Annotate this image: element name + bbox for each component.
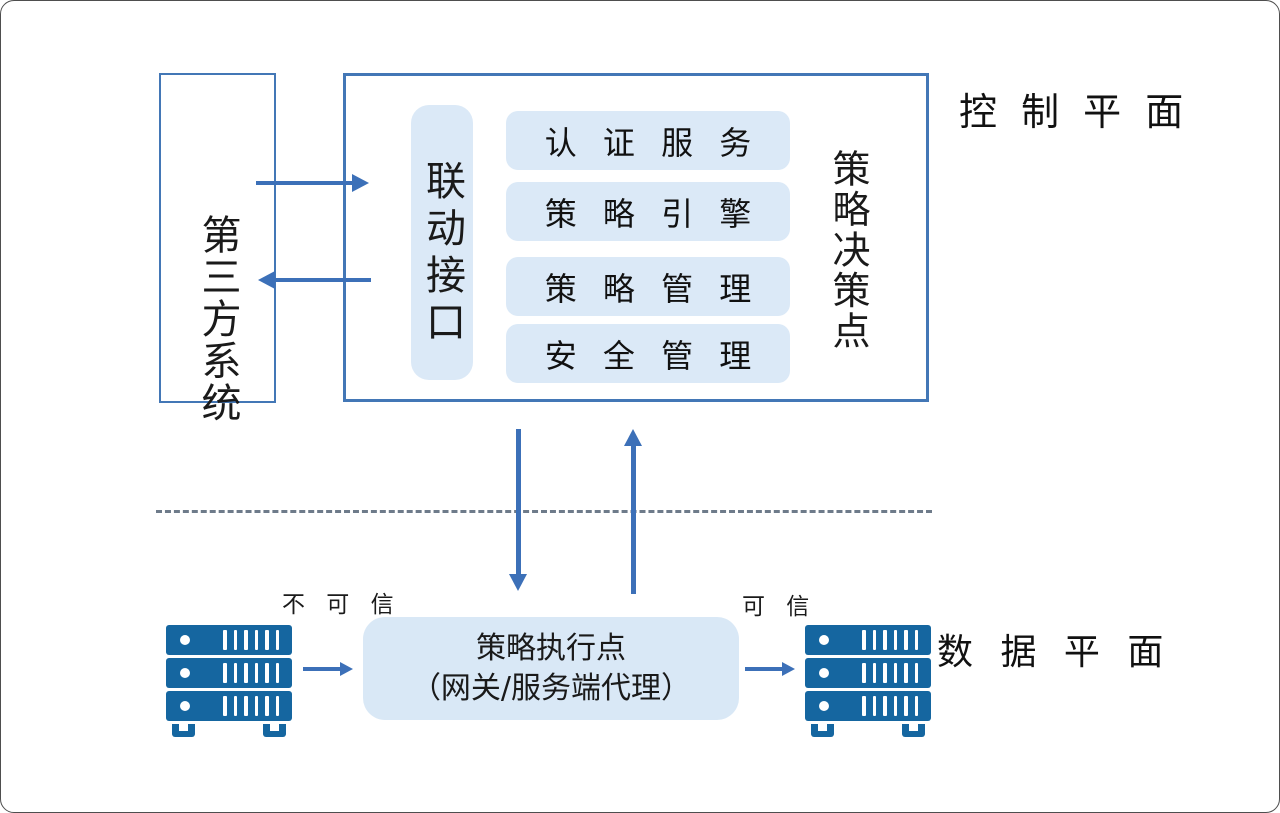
arrow-third-party-to-linkage bbox=[256, 174, 369, 192]
policy-enforcement-point-box: 策略执行点 （网关/服务端代理） bbox=[363, 617, 739, 720]
arrow-pep-to-trusted bbox=[745, 661, 795, 677]
server-rack-unit bbox=[166, 658, 292, 688]
arrow-shaft bbox=[303, 667, 340, 671]
arrow-control-to-pep bbox=[509, 429, 527, 591]
plane-separator-dashed-line bbox=[156, 510, 932, 513]
control-plane-title: 控 制 平 面 bbox=[959, 90, 1190, 134]
service-box-authentication: 认 证 服 务 bbox=[506, 111, 790, 170]
arrow-pep-to-control bbox=[624, 429, 642, 594]
pep-label-line1: 策略执行点 bbox=[476, 630, 626, 666]
service-box-security-management: 安 全 管 理 bbox=[506, 324, 790, 383]
server-vents-icon bbox=[223, 696, 279, 716]
server-rack-unit bbox=[805, 625, 931, 655]
server-vents-icon bbox=[862, 630, 918, 650]
untrusted-server-icon bbox=[166, 625, 292, 737]
arrow-shaft bbox=[515, 429, 521, 574]
server-led-ring-icon bbox=[819, 668, 829, 678]
server-vents-icon bbox=[223, 663, 279, 683]
arrow-linkage-to-third-party bbox=[258, 271, 371, 289]
arrow-shaft bbox=[630, 446, 636, 594]
server-led-ring-icon bbox=[819, 635, 829, 645]
server-rack-unit bbox=[805, 691, 931, 721]
control-plane-box: 联动接口 认 证 服 务 策 略 引 擎 策 略 管 理 安 全 管 理 策略决… bbox=[343, 73, 929, 402]
linkage-interface-label: 联动接口 bbox=[419, 160, 465, 348]
service-box-policy-management: 策 略 管 理 bbox=[506, 257, 790, 316]
server-vents-icon bbox=[862, 696, 918, 716]
pep-label-line2: （网关/服务端代理） bbox=[410, 670, 692, 706]
service-box-policy-engine: 策 略 引 擎 bbox=[506, 182, 790, 241]
server-rack-unit bbox=[166, 691, 292, 721]
arrow-untrusted-to-pep bbox=[303, 661, 353, 677]
arrow-head-right-icon bbox=[352, 174, 369, 192]
server-rack-unit bbox=[166, 625, 292, 655]
arrow-shaft bbox=[745, 667, 782, 671]
server-feet bbox=[805, 724, 931, 737]
server-vents-icon bbox=[862, 663, 918, 683]
server-rack-unit bbox=[805, 658, 931, 688]
arrow-head-right-icon bbox=[782, 662, 795, 676]
arrow-shaft bbox=[275, 278, 371, 282]
arrow-shaft bbox=[256, 181, 352, 185]
untrusted-label: 不 可 信 bbox=[282, 592, 401, 618]
arrow-head-left-icon bbox=[258, 271, 275, 289]
server-feet bbox=[166, 724, 292, 737]
policy-decision-point-label: 策略决策点 bbox=[826, 149, 870, 352]
third-party-system-box: 第三方系统 bbox=[159, 73, 276, 424]
arrow-head-up-icon bbox=[624, 429, 642, 446]
trusted-server-icon bbox=[805, 625, 931, 737]
linkage-interface-box: 联动接口 bbox=[411, 105, 473, 380]
trusted-label: 可 信 bbox=[742, 594, 817, 620]
third-party-system-label: 第三方系统 bbox=[194, 214, 241, 424]
server-vents-icon bbox=[223, 630, 279, 650]
data-plane-title: 数 据 平 面 bbox=[937, 632, 1172, 673]
server-led-ring-icon bbox=[180, 635, 190, 645]
server-led-ring-icon bbox=[180, 701, 190, 711]
server-led-ring-icon bbox=[819, 701, 829, 711]
arrow-head-right-icon bbox=[340, 662, 353, 676]
arrow-head-down-icon bbox=[509, 574, 527, 591]
server-led-ring-icon bbox=[180, 668, 190, 678]
